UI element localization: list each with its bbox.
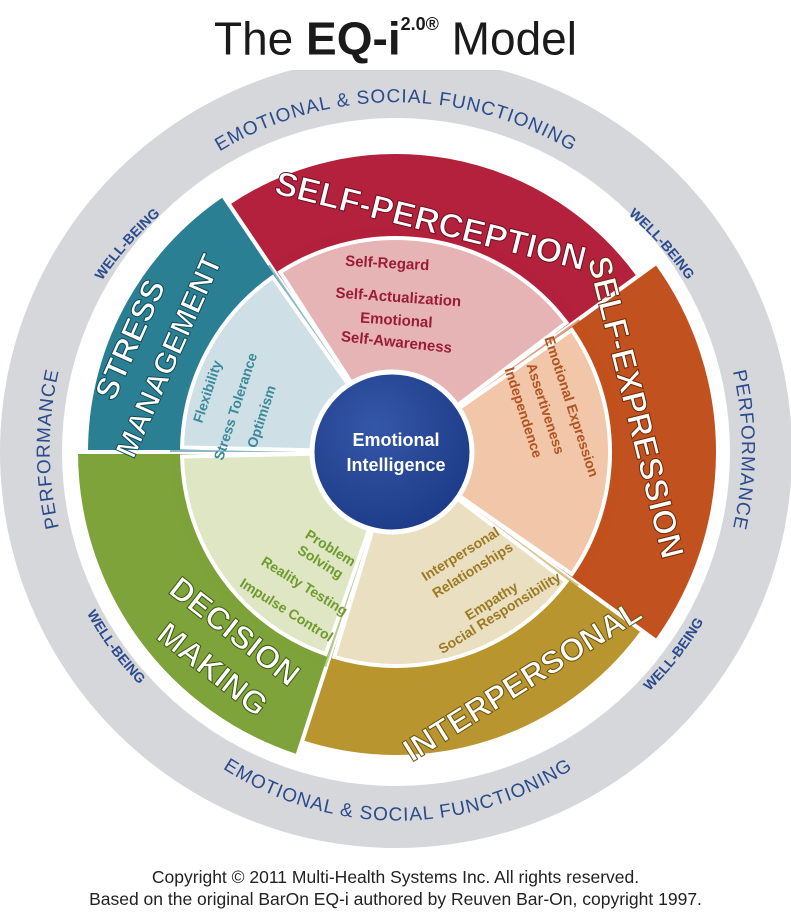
attribution-line: Based on the original BarOn EQ-i authore… (89, 889, 702, 909)
subscale-self-regard: Self-Regard (345, 253, 430, 274)
page-title: The EQ-i2.0® Model (0, 4, 791, 66)
eqi-model-diagram: Emotional Intelligence EMOTIONAL & SOCIA… (0, 70, 791, 848)
center-circle (309, 369, 475, 535)
title-suffix: Model (438, 12, 577, 65)
subscale-emotional: Emotional (360, 310, 434, 332)
center-line1: Emotional (352, 430, 439, 450)
title-brand: EQ-i (306, 12, 401, 65)
panel-self-perception (277, 236, 570, 455)
copyright-line: Copyright © 2011 Multi-Health Systems In… (151, 867, 640, 887)
panel-self-expression (392, 327, 612, 577)
center-line2: Intelligence (346, 455, 445, 475)
title-superscript: 2.0® (400, 14, 439, 34)
title-prefix: The (214, 12, 307, 65)
